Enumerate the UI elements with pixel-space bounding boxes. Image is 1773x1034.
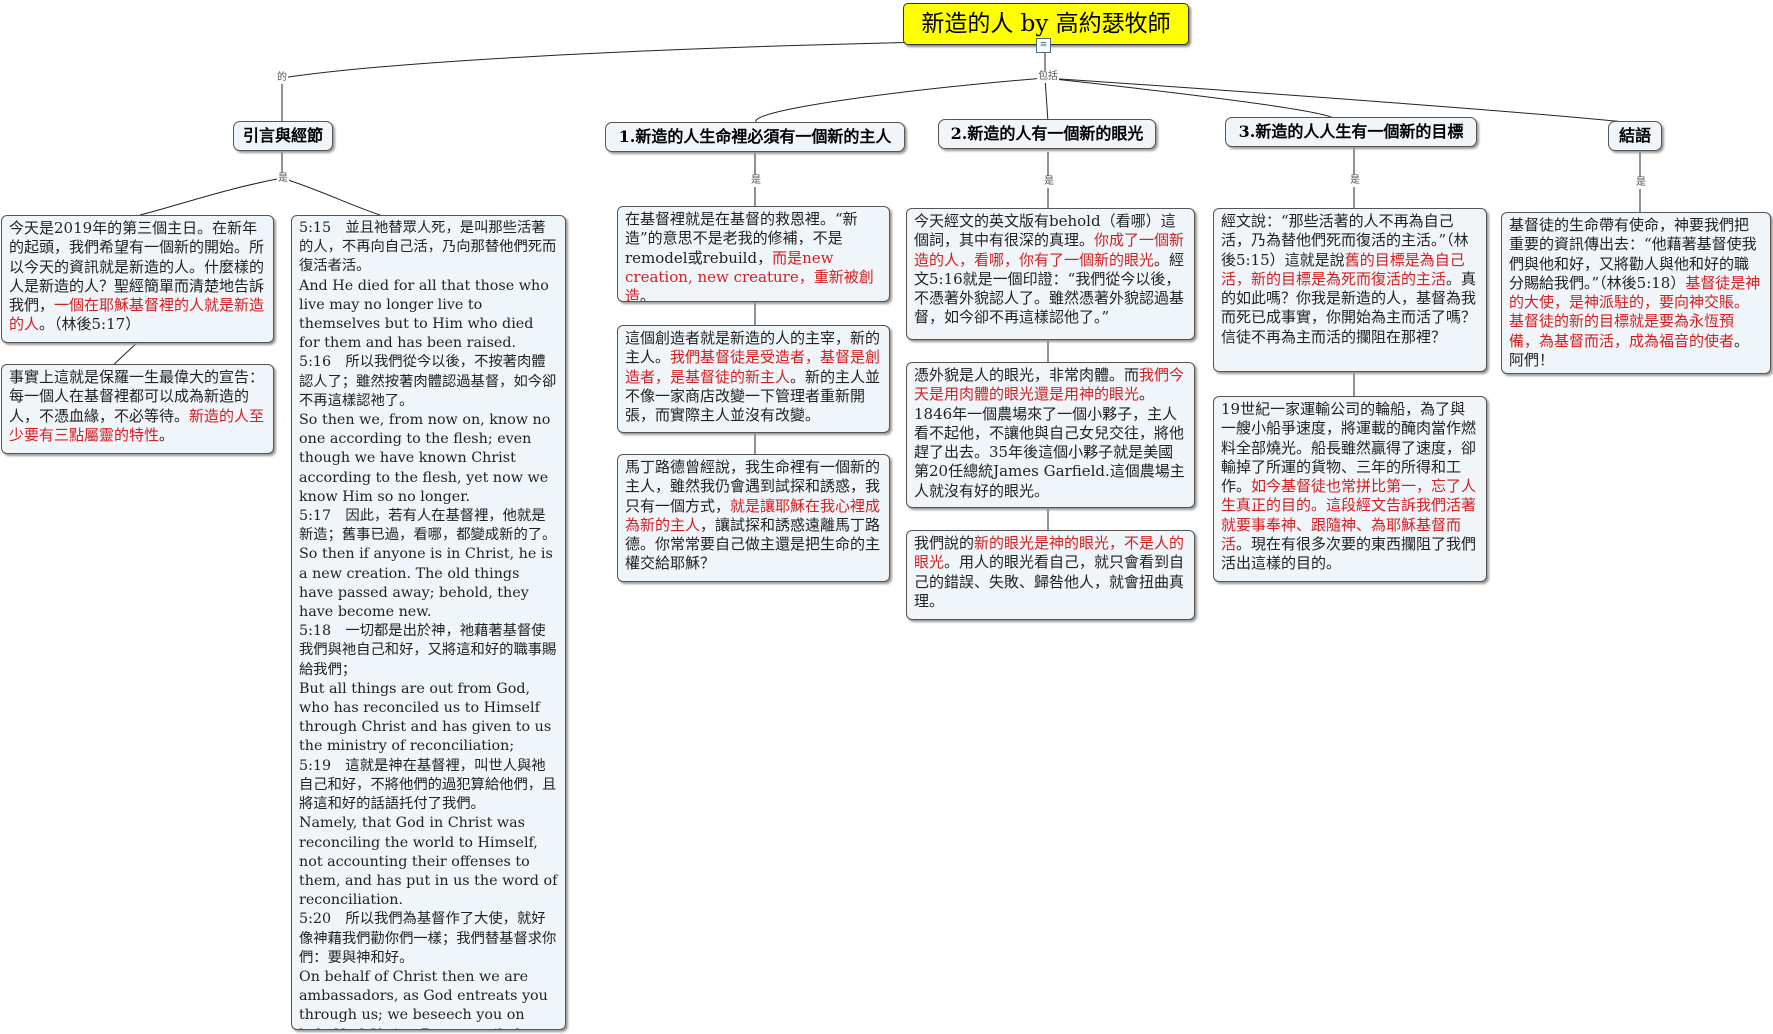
note-t1-b[interactable]: 這個創造者就是新造的人的主宰，新的主人。我們基督徒是受造者，基督是創造者，是基督… [617,325,890,433]
note-t2-b[interactable]: 憑外貌是人的眼光，非常肉體。而我們今天是用肉體的眼光還是用神的眼光。1846年一… [906,362,1195,508]
note-text: 。經文5:16就是一個印證：“我們從今以後，不憑著外貌認人了。雖然憑著外貌認過基… [914,250,1185,327]
topic-conclusion[interactable]: 結語 [1608,121,1662,151]
note-text: ，讓試探和誘惑遠離馬丁路德。你常常要自己做主還是把生命的主權交給耶穌？ [625,515,881,573]
note-t1-c[interactable]: 馬丁路德曾經說，我生命裡有一個新的主人，雖然我仍會遇到試探和誘惑，我只有一個方式… [617,454,890,582]
edge-label-is-t2: 是 [1043,176,1055,188]
note-emphasis-text: 而是new creation, new creature，重新被創造 [625,248,874,302]
note-text: 。現在有很多次要的東西攔阻了我們活出這樣的目的。 [1221,535,1477,573]
edge-label-include: 包括 [1037,71,1059,83]
note-text: 。用人的眼光看自己，就只會看到自己的錯誤、失敗、歸咎他人，就會扭曲真理。 [914,553,1185,610]
note-emphasis-text: 舊的目標是為自己活，新的目標是為死而復活的主活 [1221,250,1465,288]
note-text: 19世紀一家運輸公司的輪船，為了與一艘小船爭速度，將運載的醃肉當作燃料全部燒光。… [1221,400,1477,496]
note-text: 憑外貌是人的眼光，非常肉體。而 [914,366,1140,384]
note-t3-b[interactable]: 19世紀一家運輸公司的輪船，為了與一艘小船爭速度，將運載的醃肉當作燃料全部燒光。… [1213,396,1487,582]
note-emphasis-text: 你成了一個新造的人，看哪，你有了一個新的眼光 [914,231,1185,269]
edge-label-is-concl: 是 [1635,177,1647,189]
scripture-line: 5:17 因此，若有人在基督裡，他就是新造；舊事已過，看哪，都變成新的了。 [299,508,557,544]
note-text: 我們說的 [914,534,975,552]
note-t2-a[interactable]: 今天經文的英文版有behold（看哪）這個詞，其中有很深的真理。你成了一個新造的… [906,208,1195,340]
note-text: 。（林後5:17） [39,315,141,334]
note-text: 。 [640,287,656,302]
note-conclusion[interactable]: 基督徒的生命帶有使命，神要我們把重要的資訊傳出去：“他藉著基督使我們與他和好，又… [1501,212,1771,374]
note-text: 。新的主人並不像一家商店改變一下管理者重新開張，而實際主人並沒有改變。 [625,367,881,425]
note-emphasis-text: 新的眼光是神的眼光，不是人的眼光 [914,534,1185,572]
scripture-line: And He died for all that those who live … [299,277,549,352]
scripture-line: 5:20 所以我們為基督作了大使，就好像神藉我們勸你們一樣；我們替基督求你們：要… [299,911,557,966]
note-t1-a[interactable]: 在基督裡就是在基督的救恩裡。“新造”的意思不是老我的修補，不是remodel或r… [617,206,890,302]
scripture-line: 5:15 並且祂替眾人死，是叫那些活著的人，不再向自己活，乃向那替他們死而復活者… [299,220,557,275]
edge-label-is-t1: 是 [750,175,762,187]
scripture-line: 5:16 所以我們從今以後，不按著肉體認人了；雖然按著肉體認過基督，如今卻不再這… [299,354,557,409]
note-emphasis-text: 新造的人至少要有三點屬靈的特性 [9,406,265,444]
edge-label-de: 的 [276,72,288,84]
scripture-line: 5:18 一切都是出於神，祂藉著基督使我們與祂自己和好，又將這和好的職事賜給我們… [299,623,557,678]
note-text: 這個創造者就是新造的人的主宰，新的主人。 [625,329,881,367]
note-intro-b[interactable]: 事實上這就是保羅一生最偉大的宣告：每一個人在基督裡都可以成為新造的人，不憑血緣，… [1,364,274,454]
scripture-line: Namely, that God in Christ was reconcili… [299,815,558,909]
note-text: 經文說：“那些活著的人不再為自己活，乃為替他們死而復活的主活。”（林後5:15）… [1221,212,1469,269]
note-emphasis-text: 一個在耶穌基督裡的人就是新造的人 [9,296,265,334]
note-text: 。阿們！ [1509,331,1750,370]
note-text: 馬丁路德曾經說，我生命裡有一個新的主人，雖然我仍會遇到試探和誘惑，我只有一個方式… [625,458,881,515]
note-scripture[interactable]: 5:15 並且祂替眾人死，是叫那些活著的人，不再向自己活，乃向那替他們死而復活者… [291,215,566,1030]
note-text: 事實上這就是保羅一生最偉大的宣告：每一個人在基督裡都可以成為新造的人，不憑血緣，… [9,368,265,425]
topic-intro[interactable]: 引言與經節 [233,121,333,151]
scripture-line: But all things are out from God, who has… [299,680,552,755]
topic-new-vision[interactable]: 2.新造的人有一個新的眼光 [938,119,1156,149]
note-t2-c[interactable]: 我們說的新的眼光是神的眼光，不是人的眼光。用人的眼光看自己，就只會看到自己的錯誤… [906,530,1195,620]
note-text: 基督徒的生命帶有使命，神要我們把重要的資訊傳出去：“他藉著基督使我們與他和好，又… [1509,216,1757,292]
edge-label-is-t3: 是 [1349,175,1361,187]
note-t3-a[interactable]: 經文說：“那些活著的人不再為自己活，乃為替他們死而復活的主活。”（林後5:15）… [1213,208,1487,372]
note-emphasis-text: 我們今天是用肉體的眼光還是用神的眼光 [914,366,1185,404]
note-intro-a[interactable]: 今天是2019年的第三個主日。在新年的起頭，我們希望有一個新的開始。所以今天的資… [1,215,274,343]
scripture-line: 5:19 這就是神在基督裡，叫世人與祂自己和好，不將他們的過犯算給他們，且將這和… [299,757,557,813]
note-emphasis-text: 如今基督徒也常拼比第一，忘了人生真正的目的。這段經文告訴我們活著就要事奉神、跟隨… [1221,477,1477,554]
note-text: 。 [159,425,175,444]
note-icon[interactable]: ≡ [1036,38,1051,53]
note-emphasis-text: 基督徒是神的大使，是神派駐的，要向神交賬。基督徒的新的目標就是要為永恆預備，為基… [1509,273,1761,350]
edge-label-is-intro: 是 [277,173,289,185]
scripture-line: On behalf of Christ then we are ambassad… [299,968,548,1029]
note-text: 。1846年一個農場來了一個小夥子，主人看不起他，不讓他與自己女兒交往，將他趕了… [914,385,1185,500]
note-emphasis-text: 我們基督徒是受造者，基督是創造者，是基督徒的新主人 [625,348,881,386]
note-text: 今天是2019年的第三個主日。在新年的起頭，我們希望有一個新的開始。所以今天的資… [9,219,265,315]
note-text: 在基督裡就是在基督的救恩裡。“新造”的意思不是老我的修補，不是remodel或r… [625,210,858,267]
topic-new-goal[interactable]: 3.新造的人人生有一個新的目標 [1225,117,1477,147]
scripture-line: So then we, from now on, know no one acc… [299,412,551,505]
topic-new-master[interactable]: 1.新造的人生命裡必須有一個新的主人 [605,122,905,152]
scripture-line: So then if anyone is in Christ, he is a … [299,546,553,621]
note-emphasis-text: 就是讓耶穌在我心裡成為新的主人 [625,496,881,534]
note-text: 。真的如此嗎？你我是新造的人，基督為我而死已成事實，你開始為主而活了嗎？信徒不再… [1221,269,1477,346]
note-text: 今天經文的英文版有behold（看哪）這個詞，其中有很深的真理。 [914,212,1176,250]
